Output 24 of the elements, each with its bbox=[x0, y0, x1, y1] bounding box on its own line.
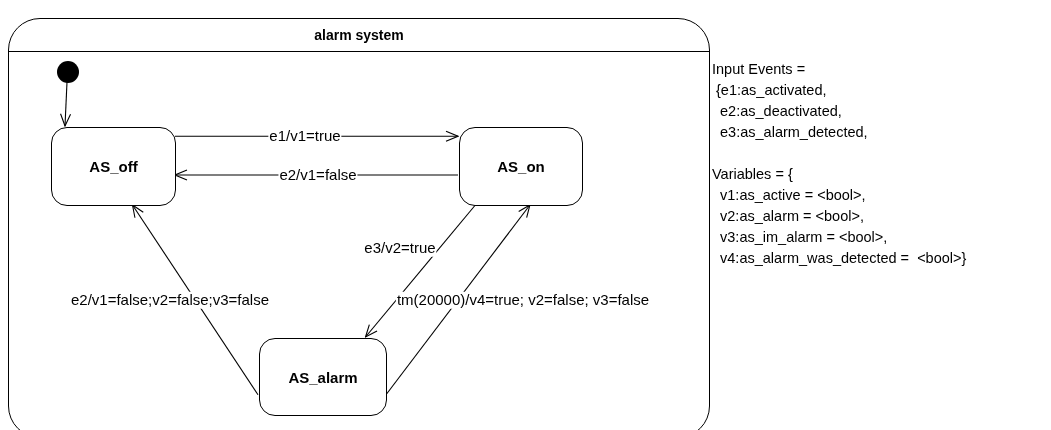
edge-label: e3/v2=true bbox=[363, 239, 437, 257]
initial-state-dot bbox=[57, 61, 79, 83]
transition-arrow bbox=[131, 204, 259, 396]
transition-arrow bbox=[60, 81, 72, 127]
transition-arrow bbox=[385, 204, 531, 396]
note-text: Input Events = bbox=[712, 61, 806, 79]
state-name: AS_alarm bbox=[288, 368, 358, 386]
state-name: alarm system bbox=[313, 27, 405, 43]
edge-label: e2/v1=false;v2=false;v3=false bbox=[70, 291, 270, 309]
note-text: v3:as_im_alarm = <bool>, bbox=[719, 229, 888, 247]
transition-arrow bbox=[364, 204, 476, 338]
state-name: AS_on bbox=[497, 158, 545, 175]
note-text: e2:as_deactivated, bbox=[719, 103, 842, 121]
note-text: {e1:as_activated, bbox=[715, 82, 827, 100]
state-box bbox=[459, 127, 583, 206]
note-text: v2:as_alarm = <bool>, bbox=[719, 208, 864, 226]
state-box bbox=[259, 338, 387, 416]
state-box bbox=[51, 127, 176, 206]
note-text: v1:as_active = <bool>, bbox=[719, 187, 866, 205]
state-name: AS_off bbox=[89, 158, 138, 175]
note-text: Variables = { bbox=[712, 166, 793, 184]
note-text: e3:as_alarm_detected, bbox=[719, 124, 868, 142]
note-text: v4:as_alarm_was_detected = <bool>} bbox=[719, 250, 967, 268]
edge-label: tm(20000)/v4=true; v2=false; v3=false bbox=[395, 291, 651, 309]
